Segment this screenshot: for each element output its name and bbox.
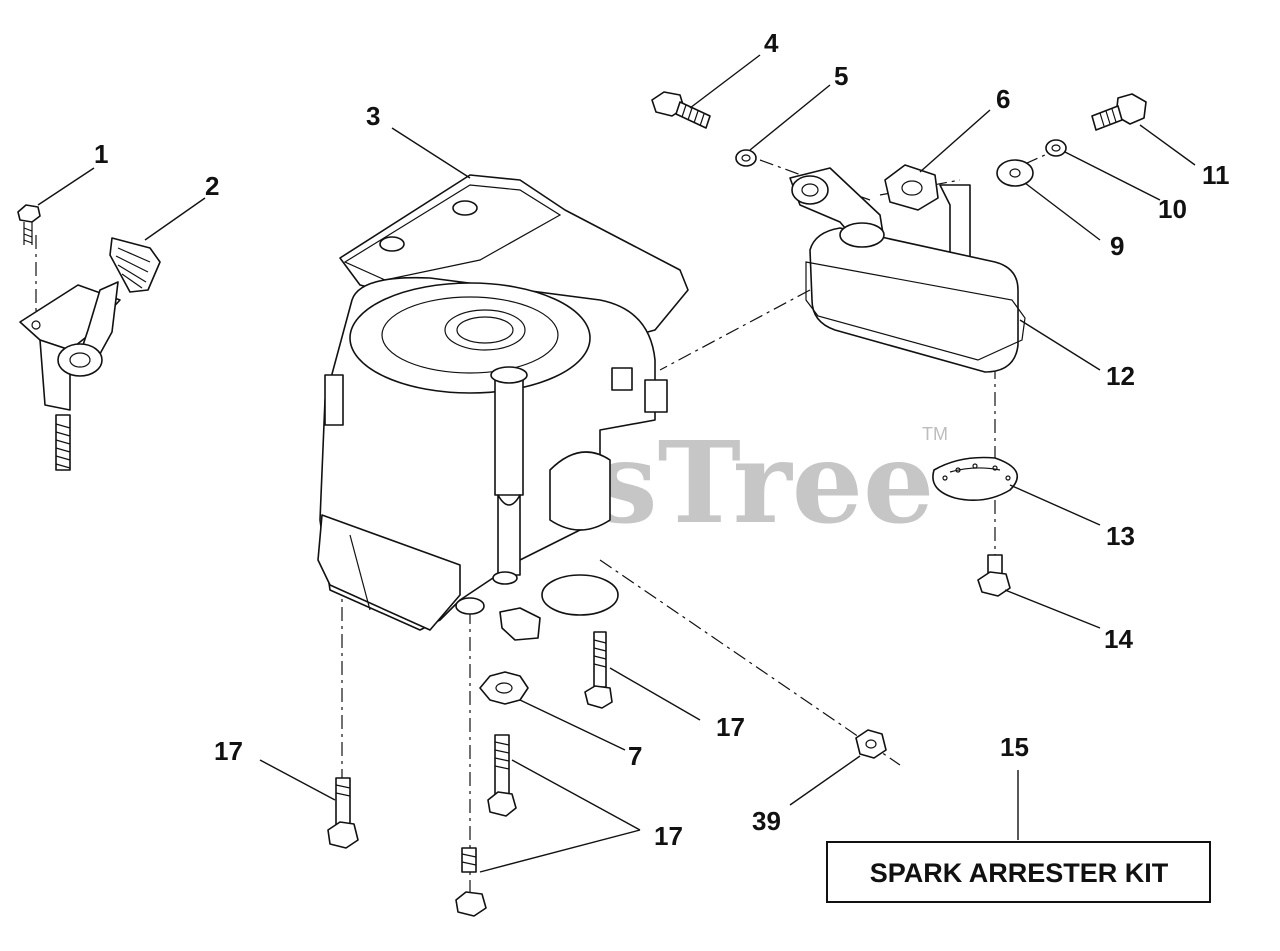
callout-17-bottom: 17 xyxy=(654,821,683,851)
mounting-hardware xyxy=(327,631,887,917)
callout-3: 3 xyxy=(366,101,380,131)
leader-lines xyxy=(37,54,1196,873)
watermark-trademark: TM xyxy=(922,424,948,444)
throttle-control-assembly xyxy=(17,204,161,471)
callout-10: 10 xyxy=(1158,194,1187,224)
throttle-screw-head xyxy=(17,204,41,223)
callout-13: 13 xyxy=(1106,521,1135,551)
callout-numbers: 1 2 3 4 5 6 7 9 10 11 12 13 14 15 17 17 … xyxy=(94,28,1230,851)
callout-9: 9 xyxy=(1110,231,1124,261)
engine-base-flange xyxy=(317,514,461,631)
callout-15: 15 xyxy=(1000,732,1029,762)
callout-4: 4 xyxy=(764,28,779,58)
engine-assembly xyxy=(317,174,689,641)
callout-5: 5 xyxy=(834,61,848,91)
callout-6: 6 xyxy=(996,84,1010,114)
muffler-assembly xyxy=(651,91,1147,373)
spark-arrester-parts xyxy=(932,456,1019,597)
callout-14: 14 xyxy=(1104,624,1133,654)
muffler-body xyxy=(809,227,1019,373)
callout-17-left: 17 xyxy=(214,736,243,766)
callout-39: 39 xyxy=(752,806,781,836)
callout-17-right: 17 xyxy=(716,712,745,742)
exhaust-gasket-6 xyxy=(884,164,939,211)
callout-1: 1 xyxy=(94,139,108,169)
callout-11: 11 xyxy=(1202,160,1230,190)
spark-arrester-kit-label: SPARK ARRESTER KIT xyxy=(870,858,1169,888)
callout-2: 2 xyxy=(205,171,219,201)
nut-39 xyxy=(855,729,887,759)
callout-7: 7 xyxy=(628,741,642,771)
callout-12: 12 xyxy=(1106,361,1135,391)
spark-arrester-kit-box: SPARK ARRESTER KIT xyxy=(826,841,1211,903)
lock-washer-7 xyxy=(479,671,529,705)
spark-arrester-screen xyxy=(932,456,1019,501)
